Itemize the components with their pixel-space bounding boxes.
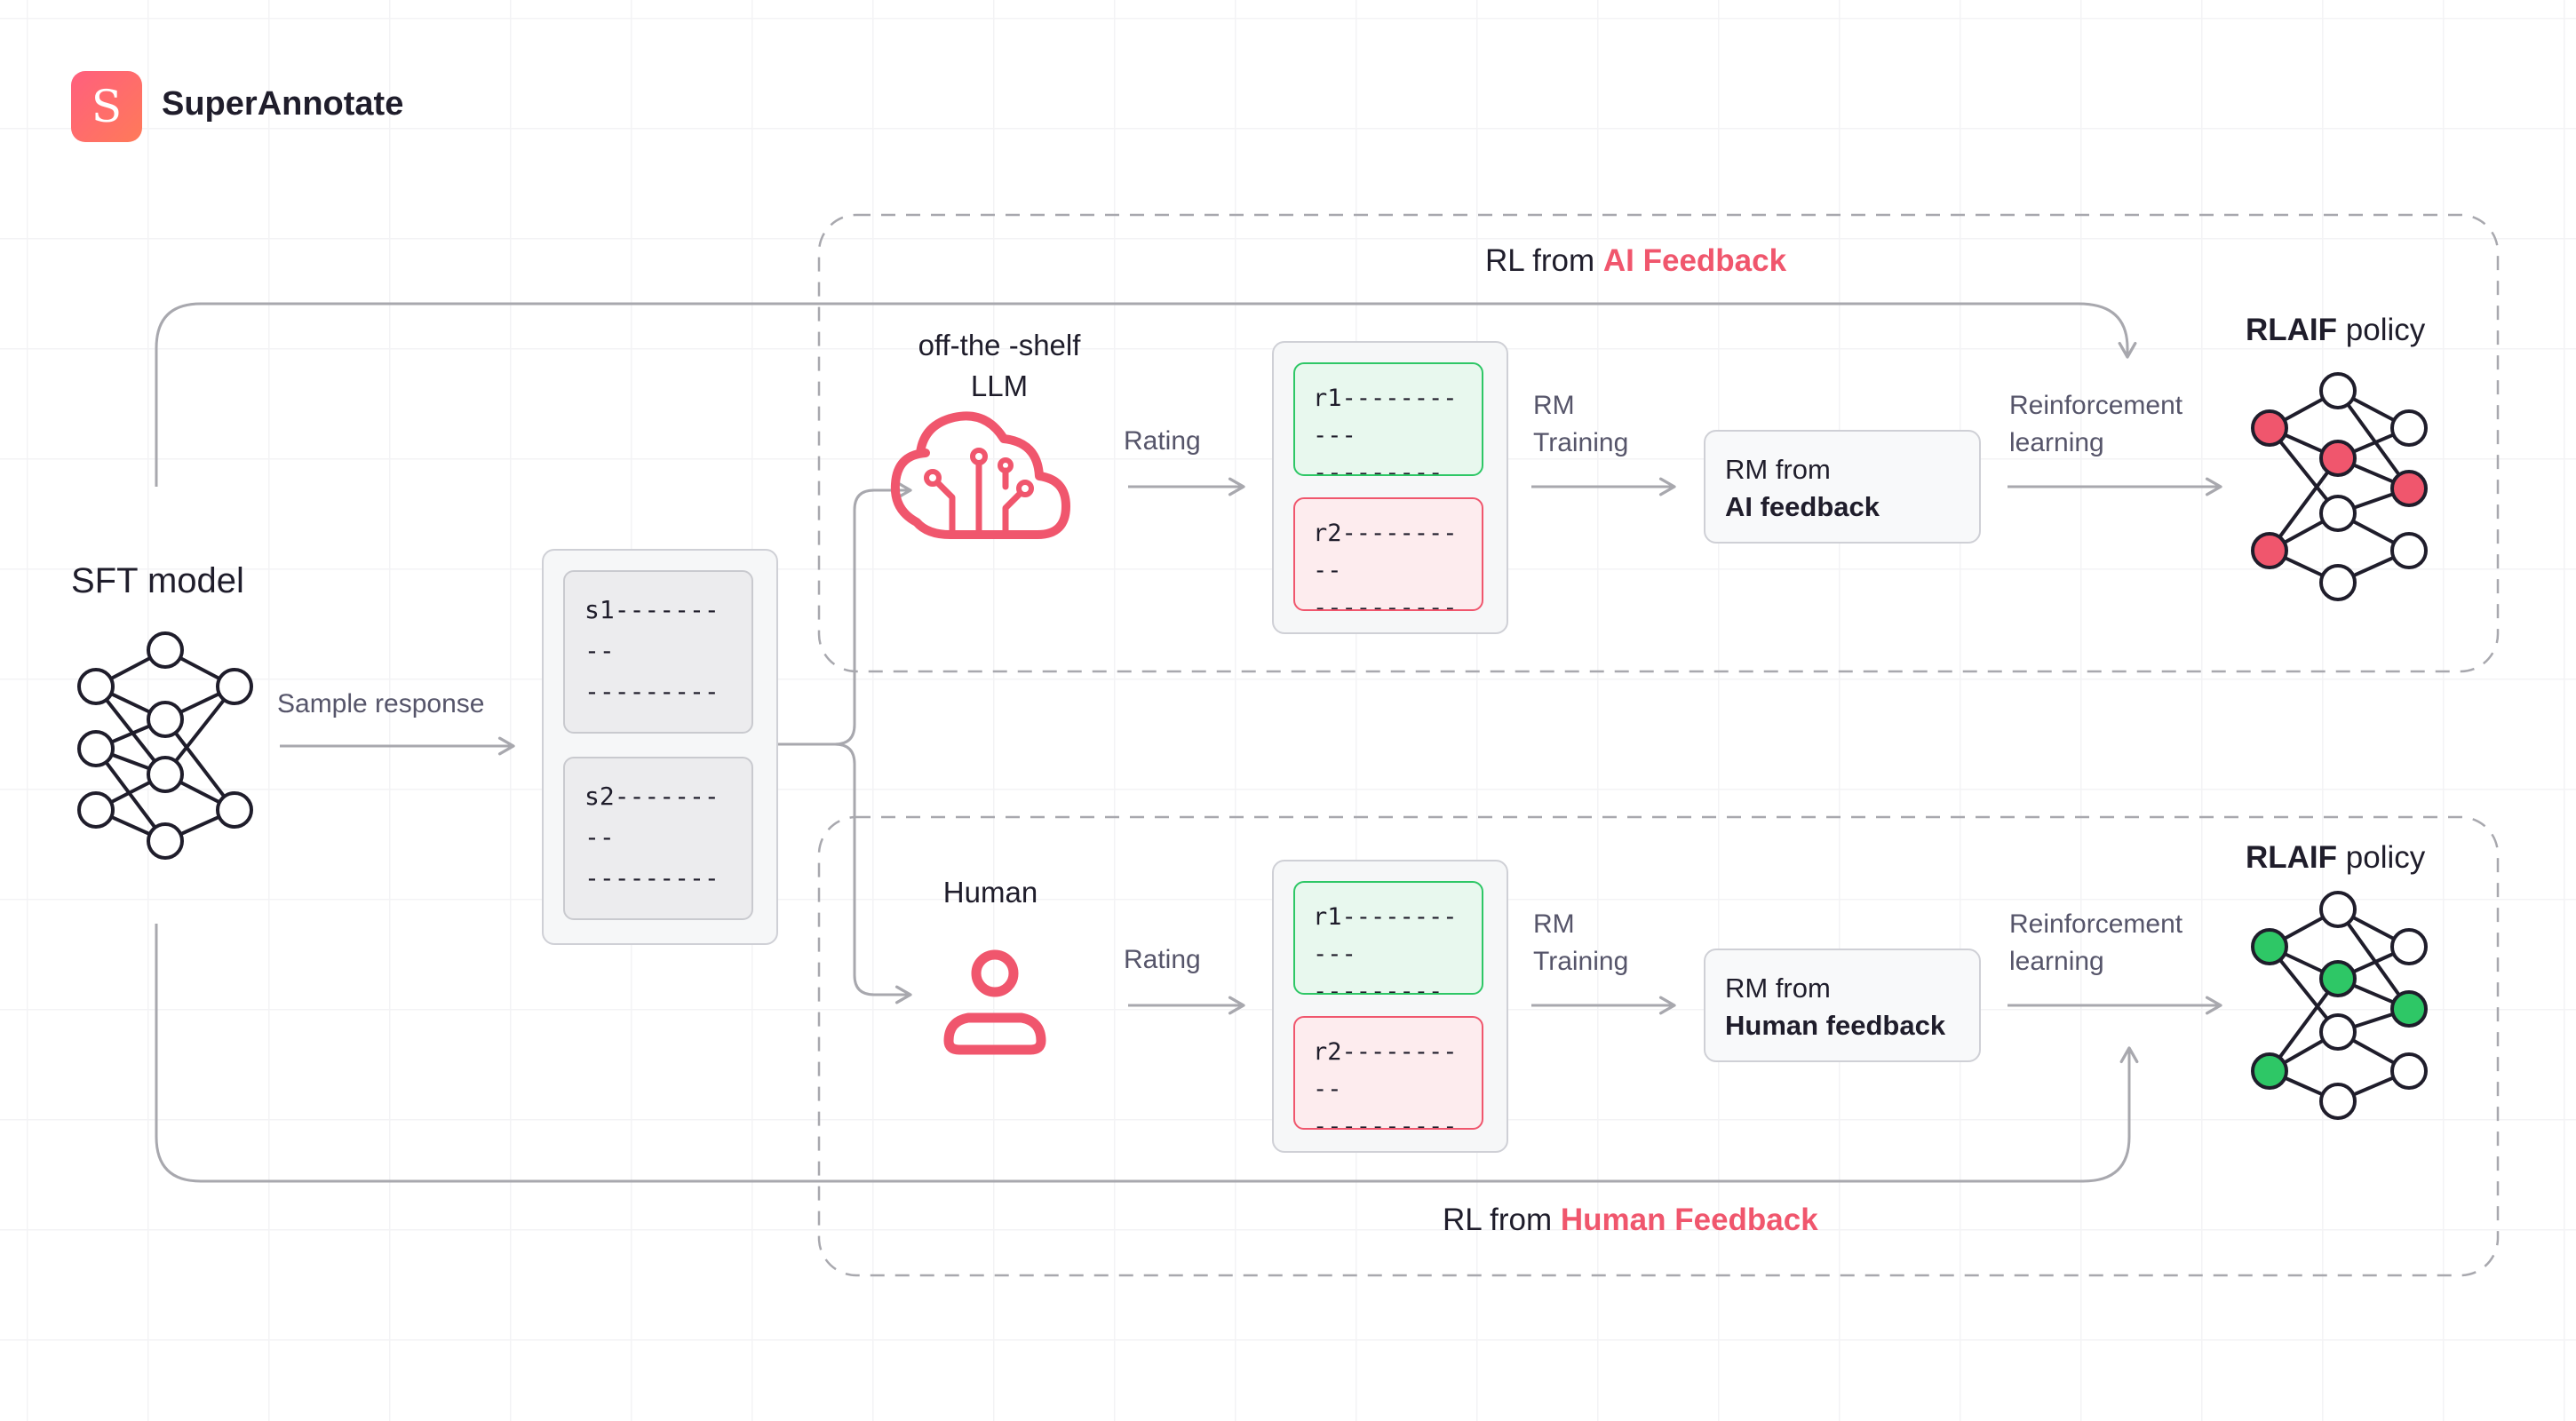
human-policy-rest: policy bbox=[2337, 840, 2426, 875]
superannotate-logo[interactable]: S bbox=[71, 71, 142, 142]
sample-s2-line: s2--------- bbox=[584, 782, 720, 852]
human-r2-line: ---------- bbox=[1313, 1113, 1458, 1130]
ai-reinforcement-label: Reinforcement learning bbox=[2009, 387, 2182, 462]
human-r2-line: r2---------- bbox=[1313, 1038, 1458, 1103]
neural-network-red-icon bbox=[2251, 372, 2428, 601]
human-rm-training-label: RM Training bbox=[1533, 906, 1628, 980]
neural-network-green-icon bbox=[2251, 891, 2428, 1120]
human-rm-training-line: RM bbox=[1533, 909, 1575, 939]
ai-policy-rest: policy bbox=[2337, 313, 2426, 347]
human-section-prefix: RL from bbox=[1443, 1203, 1561, 1237]
sft-to-human-policy-loop bbox=[155, 924, 2139, 1183]
ai-r2-line: r2---------- bbox=[1313, 520, 1458, 584]
ai-r1-line: --------- bbox=[1313, 459, 1443, 476]
human-policy-title: RLAIF policy bbox=[2246, 840, 2425, 876]
human-rm-training-line: Training bbox=[1533, 947, 1629, 976]
ai-rm-training-label: RM Training bbox=[1533, 387, 1628, 462]
human-section-title: RL from Human Feedback bbox=[1443, 1203, 1818, 1238]
human-rm-box-line: Human feedback bbox=[1725, 1010, 1946, 1041]
logo-letter: S bbox=[91, 81, 123, 132]
ai-policy-bold: RLAIF bbox=[2246, 313, 2338, 347]
human-rl-line: learning bbox=[2009, 947, 2104, 976]
sample-s2-line: ----------- bbox=[584, 863, 720, 920]
ai-rl-line: Reinforcement bbox=[2009, 391, 2183, 420]
human-rating-r1-card: r1----------- --------- bbox=[1293, 881, 1483, 995]
sft-to-ai-policy-loop bbox=[155, 302, 2137, 487]
llm-rater-title: off-the -shelf LLM bbox=[893, 325, 1106, 407]
human-rater-title: Human bbox=[942, 876, 1038, 909]
llm-rater-title-line: LLM bbox=[970, 369, 1029, 402]
human-rl-line: Reinforcement bbox=[2009, 909, 2183, 939]
ai-r1-line: r1----------- bbox=[1313, 385, 1458, 449]
split-line-bottom bbox=[775, 742, 912, 1004]
ai-rm-training-line: Training bbox=[1533, 428, 1629, 457]
ai-feedback-section-border bbox=[817, 213, 2500, 673]
human-rm-box-line: RM from bbox=[1725, 972, 1831, 1004]
ai-r2-line: ---------- bbox=[1313, 594, 1458, 611]
brand-name[interactable]: SuperAnnotate bbox=[162, 85, 404, 123]
sft-model-title: SFT model bbox=[71, 561, 244, 600]
ai-rm-training-line: RM bbox=[1533, 391, 1575, 420]
ai-section-accent: AI Feedback bbox=[1602, 243, 1787, 278]
human-rating-r2-card: r2---------- ---------- bbox=[1293, 1016, 1483, 1130]
person-icon bbox=[943, 949, 1046, 1055]
ai-rating-r2-card: r2---------- ---------- bbox=[1293, 497, 1483, 611]
ai-rl-line: learning bbox=[2009, 428, 2104, 457]
sample-s2-card: s2--------- ----------- ----------- bbox=[563, 757, 753, 920]
human-r1-line: --------- bbox=[1313, 978, 1443, 995]
human-policy-bold: RLAIF bbox=[2246, 840, 2338, 875]
brain-cloud-icon bbox=[890, 411, 1070, 539]
sft-network-icon bbox=[77, 631, 253, 860]
sample-s1-card: s1--------- ----------- ----------- bbox=[563, 570, 753, 734]
llm-rater-title-line: off-the -shelf bbox=[918, 329, 1081, 361]
sample-s1-line: s1--------- bbox=[584, 595, 720, 665]
ai-policy-title: RLAIF policy bbox=[2246, 313, 2425, 348]
ai-rating-label: Rating bbox=[1124, 426, 1201, 456]
split-line-top bbox=[775, 480, 912, 746]
sample-response-label: Sample response bbox=[277, 689, 485, 718]
ai-rm-box-line: AI feedback bbox=[1725, 491, 1880, 522]
human-rating-label: Rating bbox=[1124, 945, 1201, 974]
sample-s1-line: ----------- bbox=[584, 677, 720, 734]
ai-section-prefix: RL from bbox=[1485, 243, 1603, 278]
human-section-accent: Human Feedback bbox=[1560, 1203, 1818, 1237]
human-reinforcement-label: Reinforcement learning bbox=[2009, 906, 2182, 980]
human-rm-box: RM from Human feedback bbox=[1704, 949, 1981, 1062]
ai-rm-box: RM from AI feedback bbox=[1704, 430, 1981, 544]
ai-rating-r1-card: r1----------- --------- bbox=[1293, 362, 1483, 476]
human-feedback-section-border bbox=[817, 815, 2500, 1277]
ai-rm-box-line: RM from bbox=[1725, 454, 1831, 485]
human-r1-line: r1----------- bbox=[1313, 903, 1458, 968]
ai-section-title: RL from AI Feedback bbox=[1485, 243, 1786, 279]
